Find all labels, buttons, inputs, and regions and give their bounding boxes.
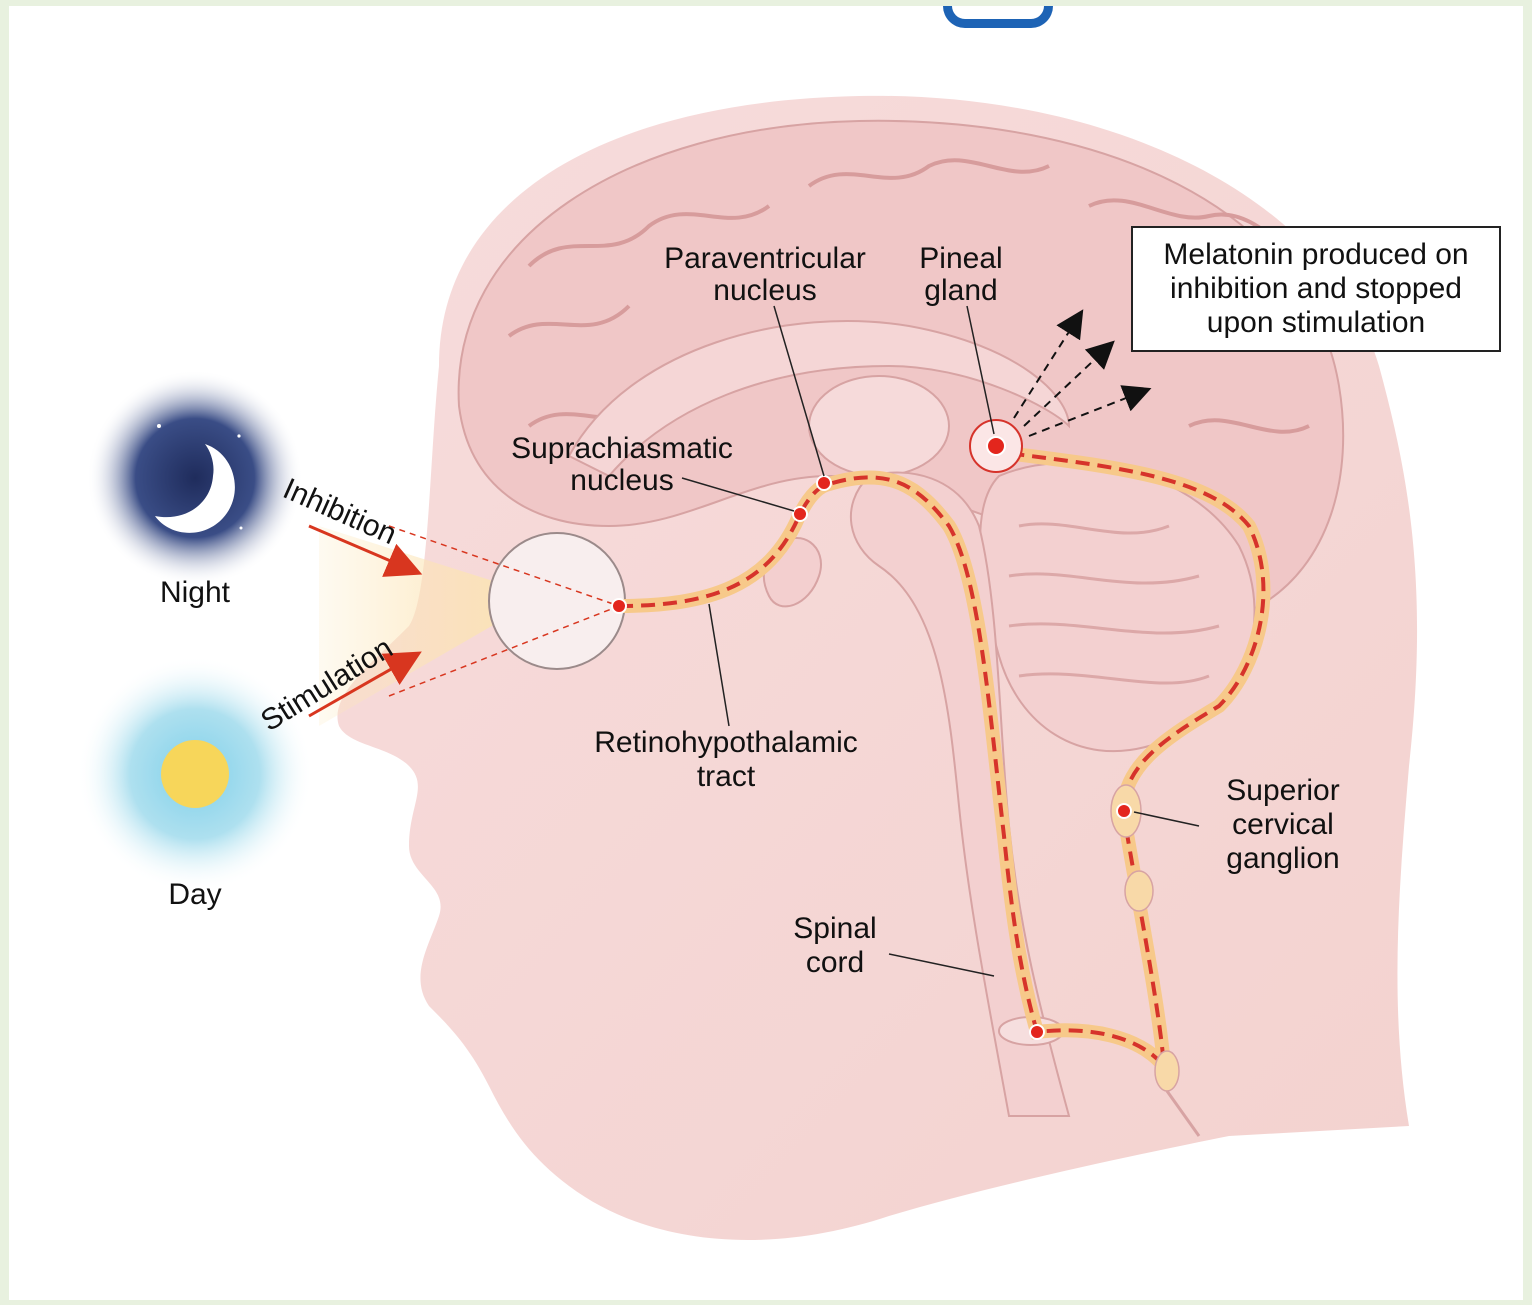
sun-icon	[161, 740, 229, 808]
label-paraventricular-line1: Paraventricular	[664, 242, 866, 275]
label-suprachiasmatic-line1: Suprachiasmatic	[511, 432, 733, 465]
suprachiasmatic-node	[793, 507, 807, 521]
diagram-frame: Night Day Inhibition Stimulation Paraven…	[9, 6, 1523, 1300]
label-pineal-line2: gland	[924, 274, 997, 307]
melatonin-callout-box: Melatonin produced on inhibition and sto…	[1131, 226, 1501, 352]
label-paraventricular-line2: nucleus	[713, 274, 816, 307]
night-symbol	[87, 370, 303, 586]
label-day: Day	[168, 878, 221, 911]
day-symbol	[77, 656, 313, 892]
eyeball	[489, 533, 625, 669]
label-superior-cervical-line3: ganglion	[1226, 842, 1339, 875]
paraventricular-node	[817, 476, 831, 490]
ganglion-node	[1117, 804, 1131, 818]
ganglion-node-middle	[1125, 871, 1153, 911]
label-night: Night	[160, 576, 231, 609]
ganglion-node-lower	[1155, 1051, 1179, 1091]
melatonin-pathway-diagram: Night Day Inhibition Stimulation Paraven…	[9, 6, 1523, 1300]
label-spinal-cord-line2: cord	[806, 946, 864, 979]
thalamus	[809, 376, 949, 476]
label-superior-cervical-line1: Superior	[1226, 774, 1339, 807]
label-retinohypothalamic-line2: tract	[697, 760, 756, 793]
retina-node	[612, 599, 626, 613]
pineal-gland-node	[987, 437, 1005, 455]
spinal-node	[1030, 1025, 1044, 1039]
melatonin-callout-text: Melatonin produced on inhibition and sto…	[1143, 238, 1489, 340]
label-retinohypothalamic-line1: Retinohypothalamic	[594, 726, 857, 759]
label-superior-cervical-line2: cervical	[1232, 808, 1334, 841]
label-pineal-line1: Pineal	[919, 242, 1002, 275]
label-spinal-cord-line1: Spinal	[793, 912, 876, 945]
label-suprachiasmatic-line2: nucleus	[570, 464, 673, 497]
